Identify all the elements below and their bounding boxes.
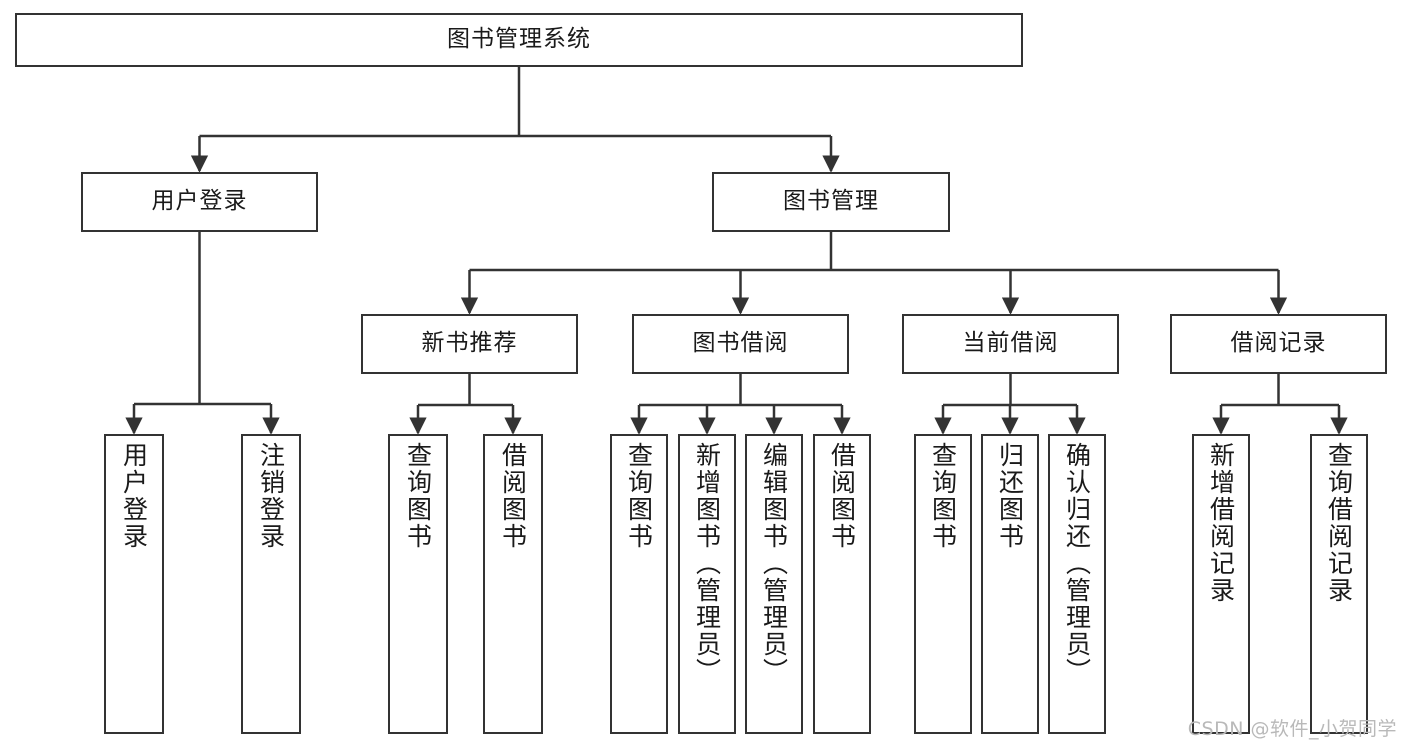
node-label: 图书管理系统 [447,26,591,53]
node-label: 查询借阅记录 [1324,442,1354,604]
node-c1[interactable]: 查询图书 [914,434,972,734]
node-borrow[interactable]: 图书借阅 [632,314,849,374]
node-label: 编辑图书（管理员） [759,442,789,685]
watermark: CSDN @软件_小贺同学 [1187,718,1397,740]
node-b2[interactable]: 新增图书（管理员） [678,434,736,734]
node-l1[interactable]: 用户登录 [104,434,164,734]
node-c3[interactable]: 确认归还（管理员） [1048,434,1106,734]
node-label: 注销登录 [256,442,286,550]
node-label: 查询图书 [928,442,958,550]
node-r1[interactable]: 新增借阅记录 [1192,434,1250,734]
node-c2[interactable]: 归还图书 [981,434,1039,734]
node-l2[interactable]: 注销登录 [241,434,301,734]
node-newbook[interactable]: 新书推荐 [361,314,578,374]
node-label: 图书借阅 [692,330,789,357]
node-label: 归还图书 [995,442,1025,550]
node-label: 确认归还（管理员） [1062,442,1092,685]
node-label: 借阅图书 [827,442,857,550]
node-root[interactable]: 图书管理系统 [15,13,1023,67]
node-label: 查询图书 [403,442,433,550]
node-b4[interactable]: 借阅图书 [813,434,871,734]
node-b1[interactable]: 查询图书 [610,434,668,734]
node-label: 借阅记录 [1230,330,1327,357]
node-label: 图书管理 [783,188,879,215]
node-login[interactable]: 用户登录 [81,172,318,232]
node-n1[interactable]: 查询图书 [388,434,448,734]
node-r2[interactable]: 查询借阅记录 [1310,434,1368,734]
node-records[interactable]: 借阅记录 [1170,314,1387,374]
node-label: 新增借阅记录 [1206,442,1236,604]
node-current[interactable]: 当前借阅 [902,314,1119,374]
node-label: 当前借阅 [962,330,1059,357]
node-label: 用户登录 [119,442,149,550]
node-label: 借阅图书 [498,442,528,550]
node-bookmgmt[interactable]: 图书管理 [712,172,950,232]
node-label: 用户登录 [151,188,248,215]
node-n2[interactable]: 借阅图书 [483,434,543,734]
node-label: 新书推荐 [421,330,518,357]
node-label: 新增图书（管理员） [692,442,722,685]
node-label: 查询图书 [624,442,654,550]
node-b3[interactable]: 编辑图书（管理员） [745,434,803,734]
